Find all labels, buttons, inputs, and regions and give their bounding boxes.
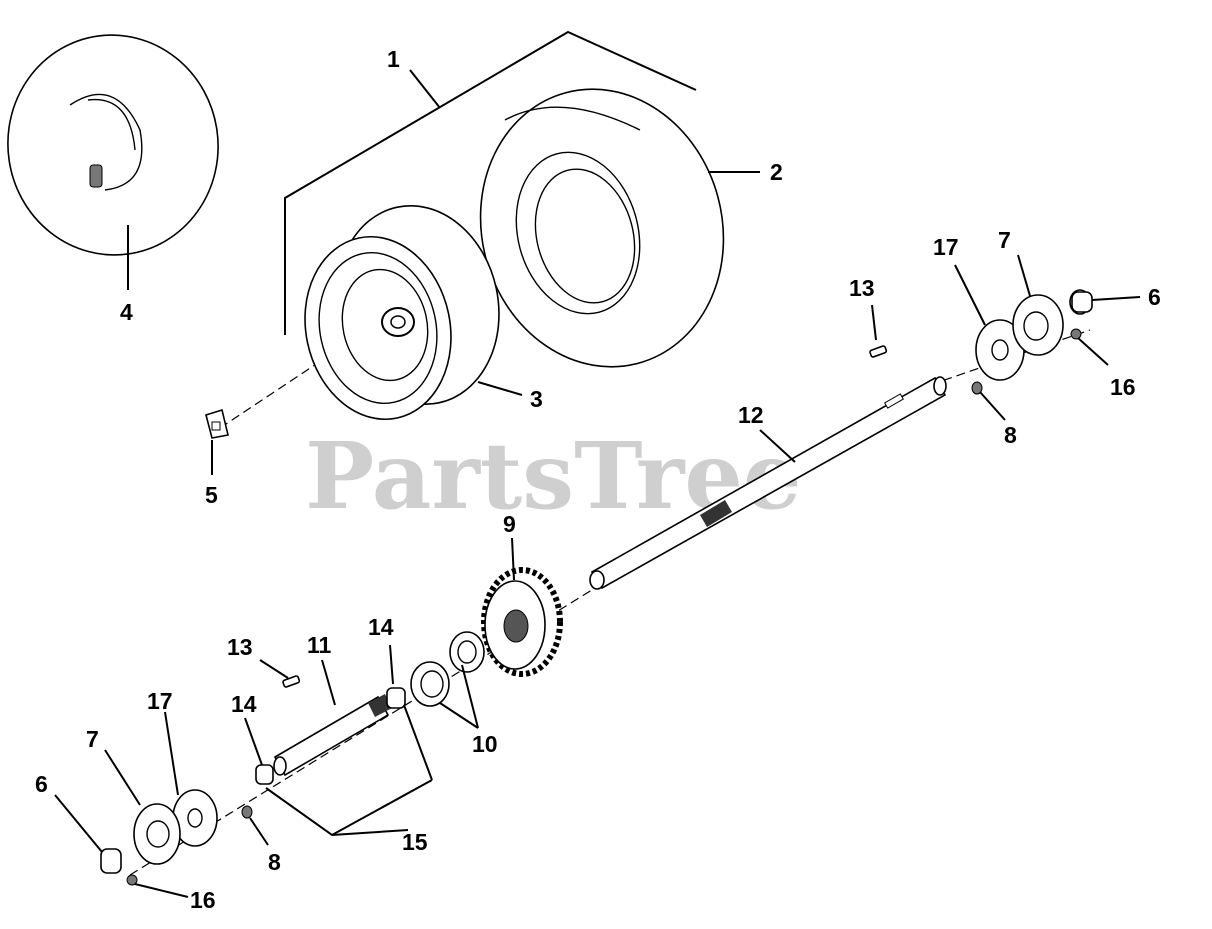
thrust-washers (410, 631, 485, 707)
valve-clip (205, 408, 229, 439)
callout-14-lower: 14 (231, 691, 257, 717)
callout-1: 1 (387, 46, 400, 72)
bushing-upper (386, 687, 406, 709)
callout-8-upper: 8 (1004, 422, 1017, 448)
callout-2: 2 (770, 159, 783, 185)
bearing-flange-upper (971, 289, 1093, 395)
callout-17-lower: 17 (147, 688, 173, 714)
callout-7-upper: 7 (998, 227, 1011, 253)
leader-lines (54, 30, 1141, 898)
callout-5: 5 (205, 482, 218, 508)
callout-8-lower: 8 (268, 849, 281, 875)
callout-3: 3 (530, 386, 543, 412)
callout-13-upper: 13 (849, 275, 875, 301)
spur-gear (481, 567, 563, 677)
callout-12: 12 (738, 402, 764, 428)
inner-tube (7, 34, 219, 256)
callout-14-upper: 14 (368, 614, 394, 640)
callout-11: 11 (307, 632, 332, 658)
callout-16-upper: 16 (1110, 374, 1136, 400)
wheel-axis-line (219, 261, 471, 429)
callout-labels: 1 2 3 4 5 6 6 7 7 8 8 9 10 11 12 13 13 1… (35, 46, 1161, 913)
callout-7-lower: 7 (86, 726, 99, 752)
roll-pin-upper (869, 345, 888, 358)
bearing-flange-lower (100, 789, 253, 886)
callout-9: 9 (503, 511, 516, 537)
callout-6-upper: 6 (1148, 284, 1161, 310)
callout-10: 10 (472, 731, 498, 757)
axle-shaft (589, 376, 947, 590)
callout-15: 15 (402, 829, 428, 855)
callout-17-upper: 17 (933, 234, 959, 260)
bushing-lower (255, 764, 274, 785)
stub-shaft (273, 694, 392, 777)
callout-13-lower: 13 (227, 634, 253, 660)
callout-6-lower: 6 (35, 771, 48, 797)
callout-16-lower: 16 (190, 887, 216, 913)
callout-4: 4 (120, 299, 133, 325)
rim (304, 204, 500, 421)
roll-pin-lower (282, 675, 301, 688)
